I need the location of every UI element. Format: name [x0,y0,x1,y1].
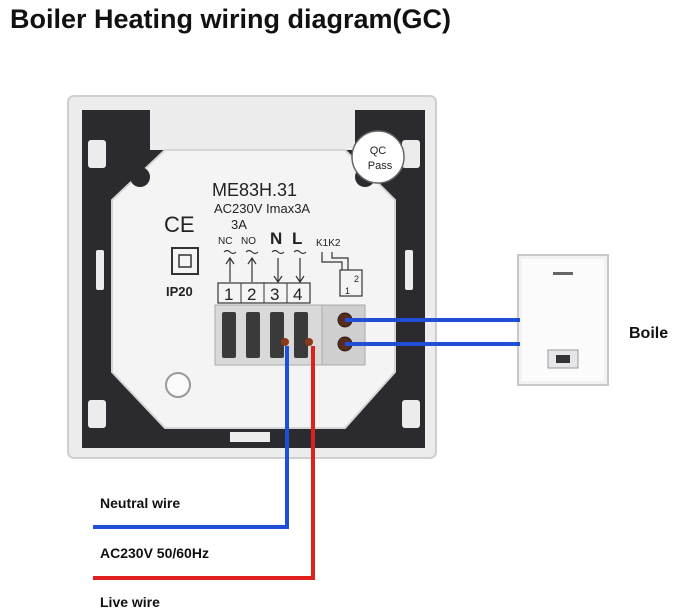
terminal-number: 2 [247,285,256,304]
qc-sticker [351,130,405,184]
ip-rating: IP20 [166,284,193,299]
terminal-screws [222,312,308,358]
qc-label: QC [370,145,387,157]
relay-pin-box [339,269,363,297]
terminal-number: 1 [224,285,233,304]
boiler-label: Boile [629,325,669,342]
ac-voltage-label: AC230V 50/60Hz [100,545,209,561]
terminal-symbols [223,249,349,284]
current-label: 3A [231,217,247,232]
nc-label: NC [218,236,232,247]
page-title: Boiler Heating wiring diagram(GC) [10,4,452,34]
ce-mark: CE [164,212,195,237]
screw-hole-bottom-left [165,372,191,398]
neutral-wire-label: Neutral wire [100,495,181,511]
pass-label: Pass [368,160,393,172]
l-label: L [292,229,302,248]
relay-pin-2: 2 [354,274,359,284]
live-wire-label: Live wire [100,594,160,610]
live-wire [93,346,315,580]
terminal-number: 3 [270,285,279,304]
screw-hole-top-left [130,167,150,187]
ip-box-icon [171,247,199,275]
rating-label: AC230V Imax3A [214,201,310,216]
neutral-wire [93,346,289,529]
k-label: K1K2 [316,238,341,249]
terminal-number: 4 [293,285,302,304]
boiler-logo [553,272,573,275]
n-label: N [270,229,282,248]
no-label: NO [241,236,256,247]
model-number: ME83H.31 [212,180,297,200]
relay-pin-1: 1 [345,286,350,296]
